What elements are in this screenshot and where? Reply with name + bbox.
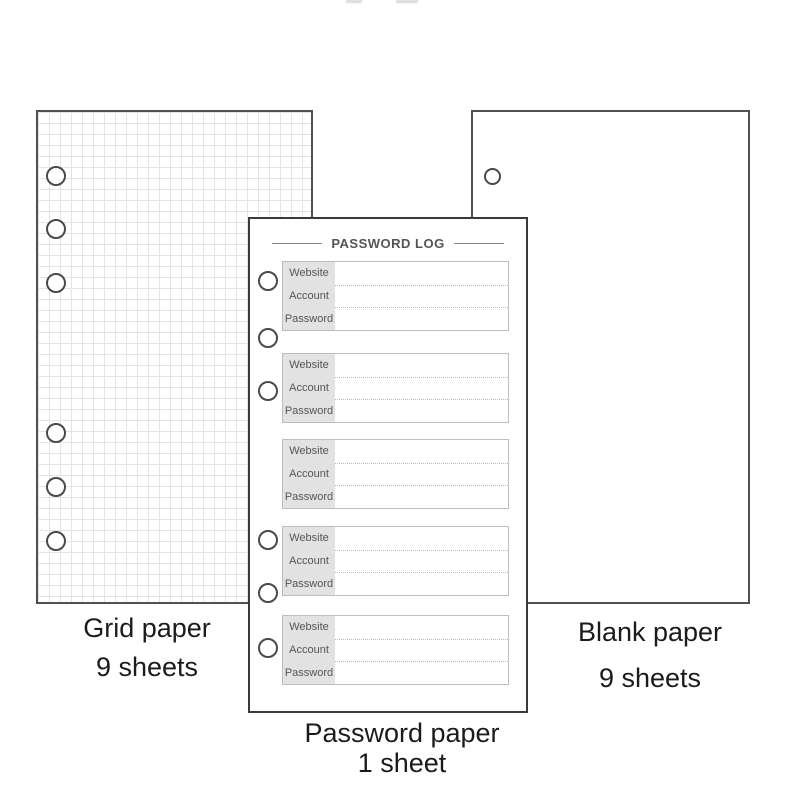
account-field-value	[335, 284, 508, 308]
account-field-value	[335, 638, 508, 662]
grid-paper-sheet-count: 9 sheets	[95, 652, 199, 682]
password-entry-block: Website Account Password	[282, 261, 509, 331]
password-log-title: PASSWORD LOG	[331, 235, 445, 251]
grid-paper-caption: Grid paper	[83, 613, 211, 643]
password-paper-caption: Password paper	[304, 718, 500, 748]
password-paper-sheet-count: 1 sheet	[357, 748, 447, 778]
cropped-text-fragment	[396, 0, 418, 3]
binder-hole	[258, 328, 278, 348]
password-paper-sheet: PASSWORD LOG Website Account Password We…	[248, 217, 528, 713]
password-field-row: Password	[283, 661, 508, 685]
binder-hole	[258, 271, 278, 291]
password-field-value	[335, 572, 508, 596]
password-field-label: Password	[283, 572, 335, 596]
account-field-label: Account	[283, 638, 335, 662]
website-field-label: Website	[283, 262, 335, 285]
password-field-value	[335, 661, 508, 685]
website-field-row: Website	[283, 616, 508, 639]
website-field-row: Website	[283, 440, 508, 463]
password-field-value	[335, 485, 508, 509]
password-entry-block: Website Account Password	[282, 526, 509, 596]
binder-hole	[46, 531, 66, 551]
binder-hole	[258, 583, 278, 603]
password-field-row: Password	[283, 307, 508, 331]
password-field-value	[335, 307, 508, 331]
account-field-label: Account	[283, 462, 335, 486]
account-field-label: Account	[283, 549, 335, 573]
password-entry-block: Website Account Password	[282, 615, 509, 685]
website-field-value	[335, 527, 508, 550]
account-field-value	[335, 376, 508, 400]
account-field-value	[335, 462, 508, 486]
binder-hole	[258, 530, 278, 550]
binder-hole	[258, 638, 278, 658]
website-field-value	[335, 440, 508, 463]
password-field-row: Password	[283, 399, 508, 423]
account-field-row: Account	[283, 638, 508, 662]
password-entry-block: Website Account Password	[282, 439, 509, 509]
password-field-label: Password	[283, 307, 335, 331]
website-field-value	[335, 354, 508, 377]
website-field-row: Website	[283, 354, 508, 377]
account-field-value	[335, 549, 508, 573]
website-field-row: Website	[283, 262, 508, 285]
account-field-row: Account	[283, 284, 508, 308]
password-log-header: PASSWORD LOG	[250, 231, 526, 255]
password-field-value	[335, 399, 508, 423]
account-field-label: Account	[283, 376, 335, 400]
binder-hole	[46, 423, 66, 443]
website-field-label: Website	[283, 527, 335, 550]
binder-hole	[258, 381, 278, 401]
cropped-text-fragment	[346, 0, 362, 3]
website-field-value	[335, 262, 508, 285]
binder-hole	[484, 168, 501, 185]
password-field-row: Password	[283, 572, 508, 596]
password-field-row: Password	[283, 485, 508, 509]
title-rule-right	[453, 242, 504, 244]
account-field-row: Account	[283, 376, 508, 400]
website-field-label: Website	[283, 354, 335, 377]
password-field-label: Password	[283, 661, 335, 685]
blank-paper-sheet-count: 9 sheets	[598, 663, 702, 693]
blank-paper-caption: Blank paper	[577, 617, 723, 647]
website-field-label: Website	[283, 616, 335, 639]
password-field-label: Password	[283, 485, 335, 509]
binder-hole	[46, 219, 66, 239]
website-field-value	[335, 616, 508, 639]
binder-hole	[46, 273, 66, 293]
binder-hole	[46, 166, 66, 186]
binder-hole	[46, 477, 66, 497]
password-field-label: Password	[283, 399, 335, 423]
title-rule-left	[272, 242, 323, 244]
account-field-row: Account	[283, 549, 508, 573]
account-field-label: Account	[283, 284, 335, 308]
password-entry-block: Website Account Password	[282, 353, 509, 423]
website-field-row: Website	[283, 527, 508, 550]
account-field-row: Account	[283, 462, 508, 486]
website-field-label: Website	[283, 440, 335, 463]
